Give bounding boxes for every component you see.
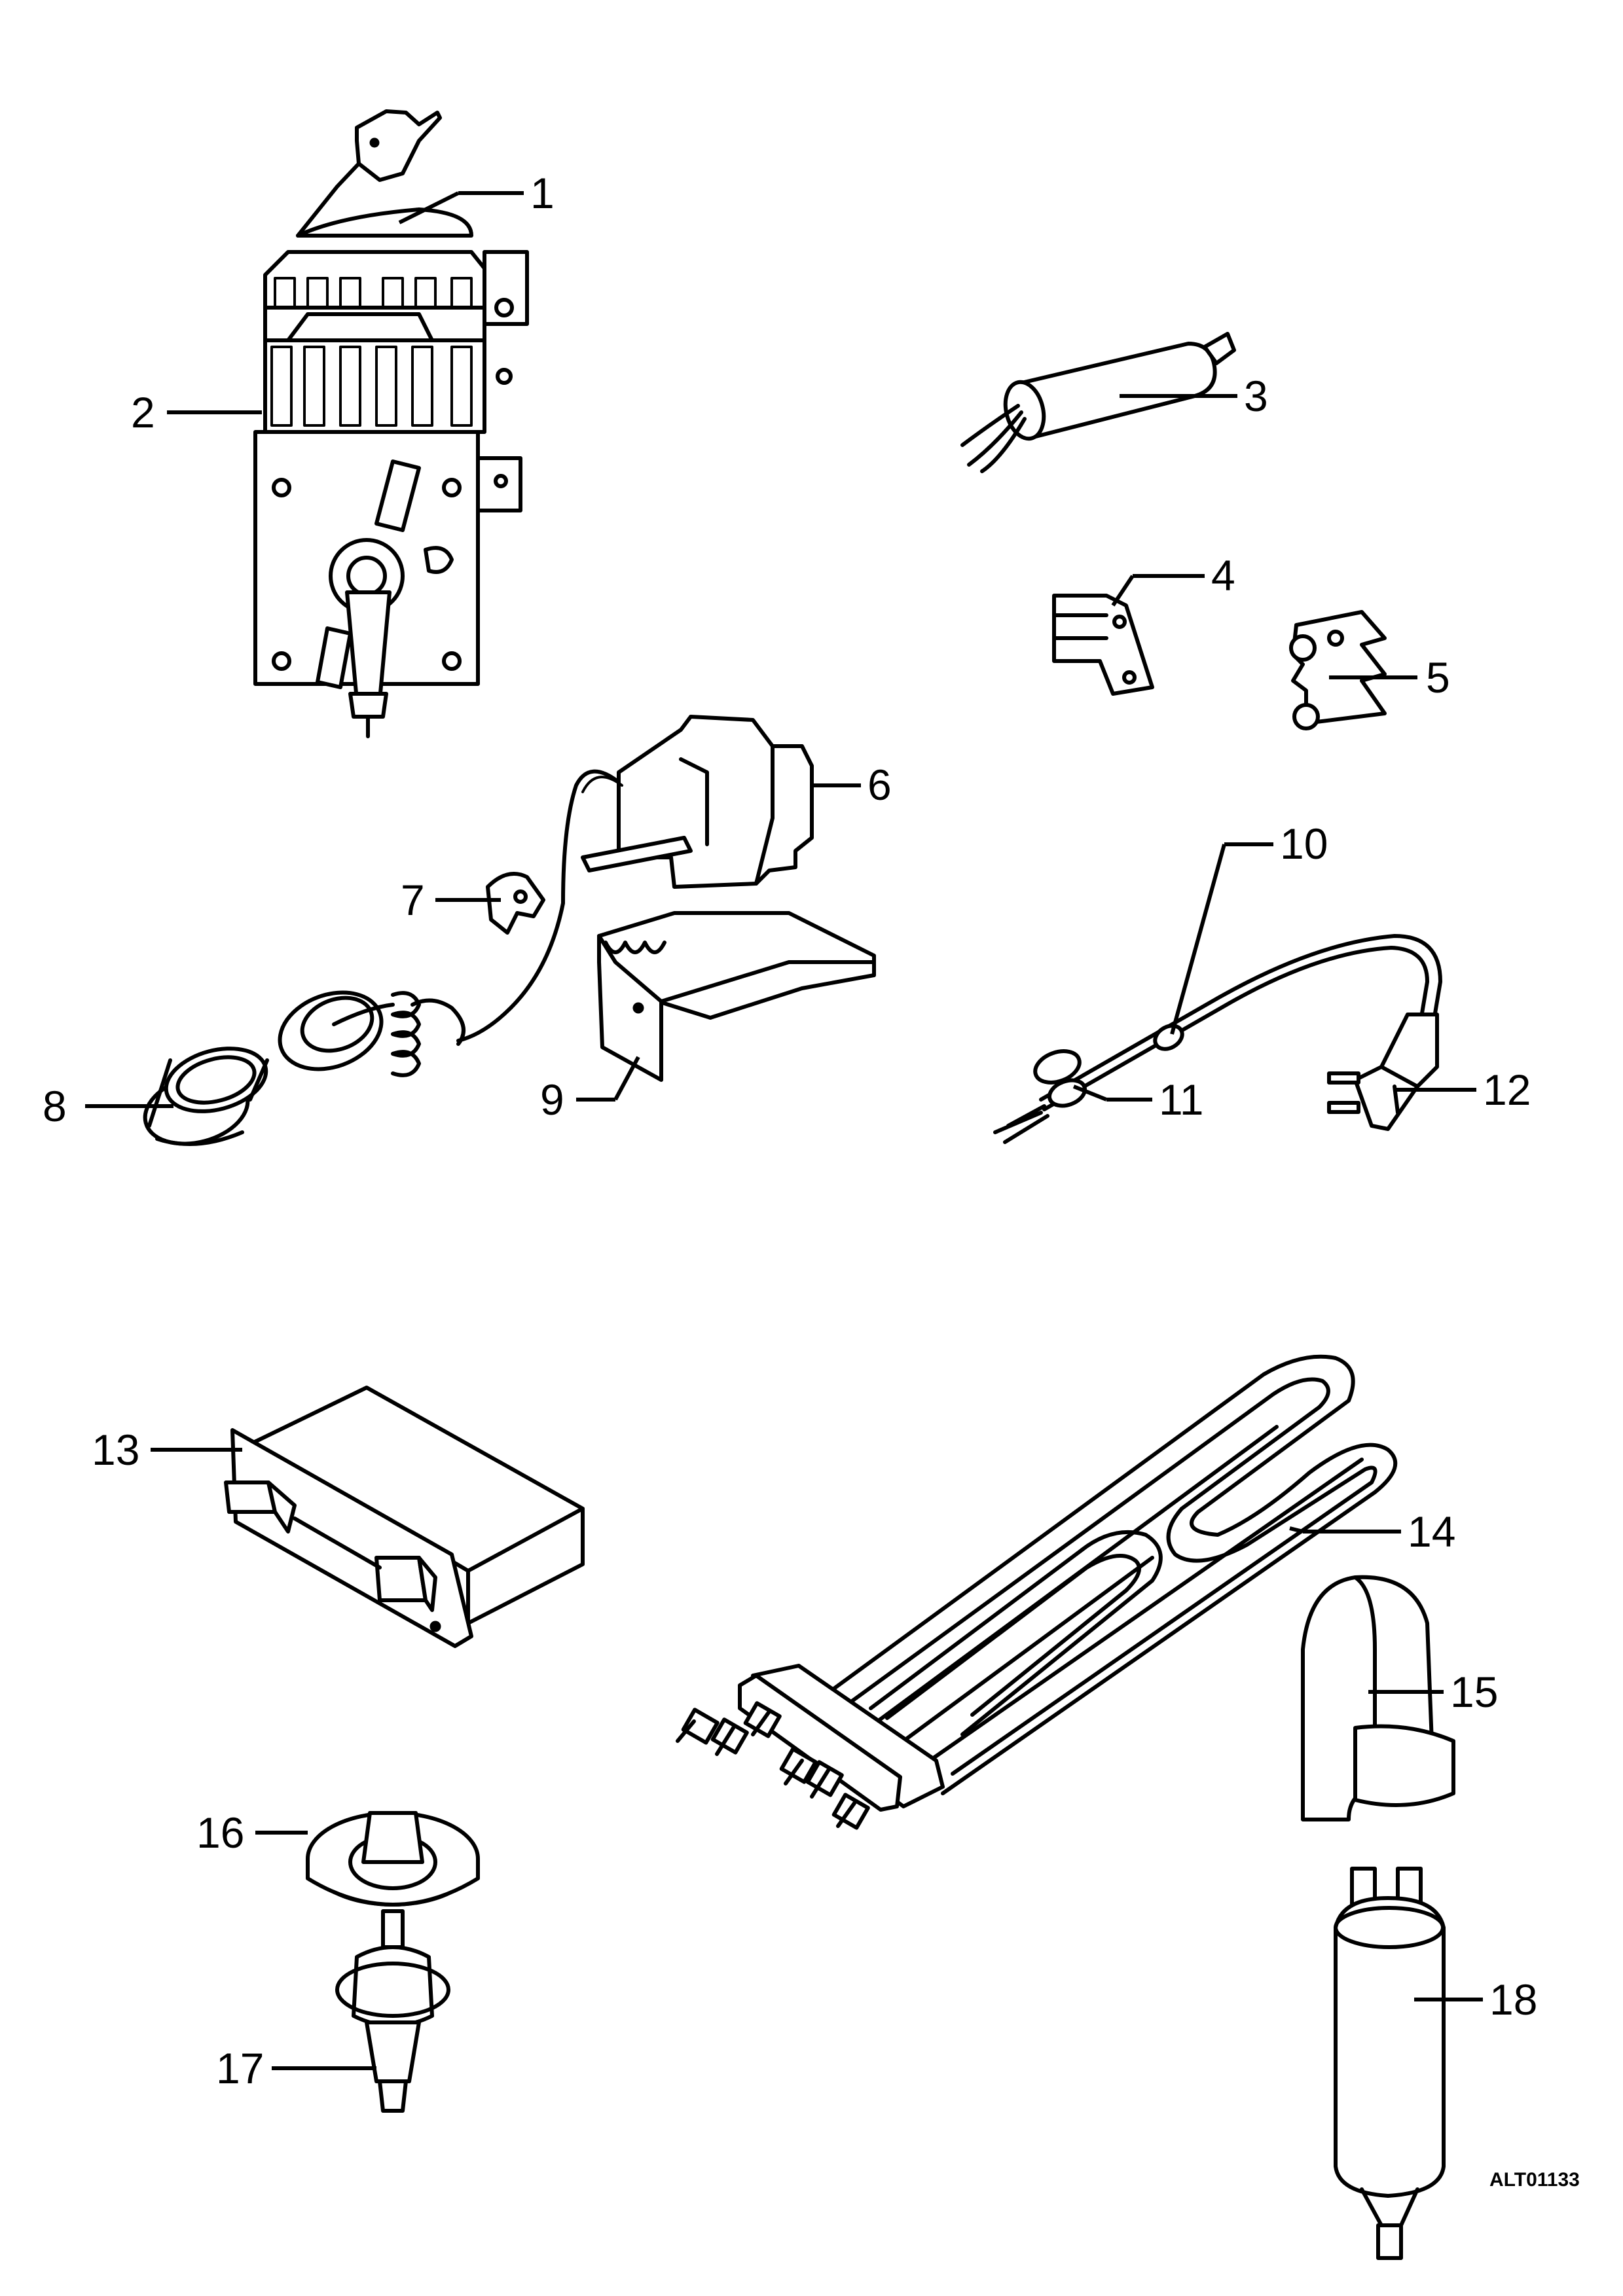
callout-9: 9 <box>540 1075 564 1124</box>
suppressor-drawing <box>960 332 1236 473</box>
electronic-module-drawing <box>224 1386 585 1648</box>
callout-8: 8 <box>43 1082 67 1130</box>
callout-16: 16 <box>196 1808 244 1857</box>
callout-6: 6 <box>867 761 892 809</box>
callout-17: 17 <box>216 2044 264 2092</box>
door-lock-drawing <box>456 715 814 1043</box>
programme-timer-drawing <box>253 109 529 738</box>
callout-labels: 1 2 3 4 5 6 7 8 9 10 11 12 13 14 15 16 1… <box>43 169 1537 2092</box>
spring-cup-drawing <box>278 990 465 1077</box>
callout-1: 1 <box>530 169 555 217</box>
callout-13: 13 <box>92 1426 139 1474</box>
callout-11: 11 <box>1159 1075 1204 1124</box>
terminal-5-drawing <box>1289 610 1387 730</box>
capacitor-18-drawing <box>1334 1867 1446 2260</box>
callout-leaders <box>85 191 1483 2070</box>
level-switch-17-drawing <box>335 1909 450 2113</box>
callout-12: 12 <box>1483 1066 1531 1114</box>
callout-5: 5 <box>1426 653 1450 702</box>
callout-14: 14 <box>1408 1507 1455 1556</box>
callout-4: 4 <box>1211 551 1235 600</box>
clip-7-drawing <box>486 872 545 935</box>
callout-7: 7 <box>401 876 425 924</box>
power-cord-drawing <box>993 934 1442 1144</box>
ring-8-drawing <box>143 1047 269 1146</box>
callout-2: 2 <box>131 388 155 437</box>
drawing-reference-code: ALT01133 <box>1489 2169 1580 2191</box>
cover-15-drawing <box>1301 1575 1455 1821</box>
callout-18: 18 <box>1489 1975 1537 2024</box>
callout-3: 3 <box>1244 372 1268 420</box>
callout-10: 10 <box>1280 819 1328 868</box>
callout-15: 15 <box>1450 1668 1498 1716</box>
seal-16-drawing <box>306 1811 480 1907</box>
heater-element-drawing <box>676 1354 1398 1830</box>
terminal-4-drawing <box>1052 594 1154 696</box>
bracket-9-drawing <box>597 911 876 1082</box>
